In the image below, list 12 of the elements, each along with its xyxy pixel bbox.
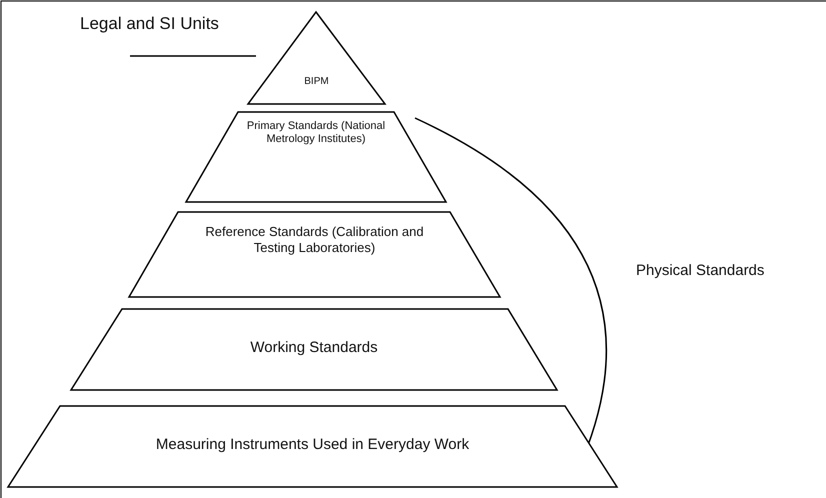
pyramid-apex: [248, 12, 385, 104]
tier-label: Measuring Instruments Used in Everyday Work: [154, 436, 470, 454]
heading-label: Legal and SI Units: [80, 14, 219, 34]
tier-label: Primary Standards (National Metrology Institutes): [246, 120, 386, 146]
tier-label: Reference Standards (Calibration and Testing Laboratories): [204, 224, 425, 256]
pyramid-tier: [8, 406, 617, 487]
tier-label: Working Standards: [249, 339, 379, 357]
pyramid-tier: [129, 212, 500, 297]
tier-label: BIPM: [303, 76, 330, 88]
pyramid-tier: [71, 309, 557, 390]
pyramid-tier: [186, 112, 446, 202]
bracket-label: Physical Standards: [636, 262, 764, 279]
